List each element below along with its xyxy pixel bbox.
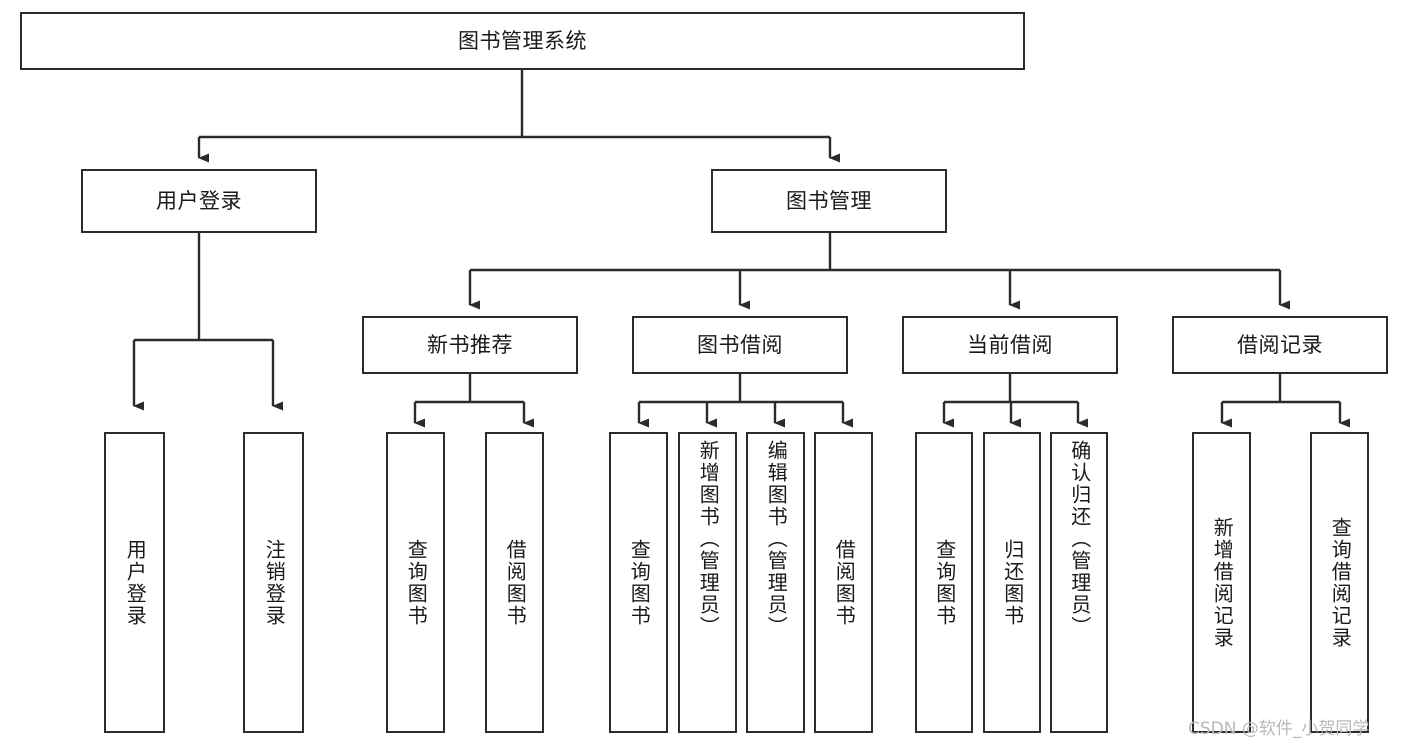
node-label: 借阅记录 bbox=[1237, 332, 1323, 357]
node-current-borrow[interactable]: 当前借阅 bbox=[902, 316, 1118, 374]
leaf-borrow-book-recommend[interactable]: 借阅图书 bbox=[485, 432, 544, 733]
node-new-book-recommend[interactable]: 新书推荐 bbox=[362, 316, 578, 374]
node-label: 新书推荐 bbox=[427, 332, 513, 357]
node-label: 归还图书 bbox=[1000, 538, 1025, 627]
leaf-add-borrow-record[interactable]: 新增借阅记录 bbox=[1192, 432, 1251, 733]
node-label: 用户登录 bbox=[123, 538, 148, 627]
node-label: 图书管理 bbox=[786, 188, 872, 213]
node-label: 借阅图书 bbox=[832, 538, 857, 627]
node-label: 当前借阅 bbox=[967, 332, 1053, 357]
node-root-system[interactable]: 图书管理系统 bbox=[20, 12, 1025, 70]
csdn-watermark: CSDN @软件_小贺同学 bbox=[1188, 719, 1370, 739]
node-book-management[interactable]: 图书管理 bbox=[711, 169, 947, 233]
leaf-user-login[interactable]: 用户登录 bbox=[104, 432, 165, 733]
node-label: 查询图书 bbox=[932, 538, 957, 627]
node-user-login[interactable]: 用户登录 bbox=[81, 169, 317, 233]
leaf-borrow-book-borrow[interactable]: 借阅图书 bbox=[814, 432, 873, 733]
leaf-edit-book[interactable]: 编辑图书（管理员） bbox=[746, 432, 805, 733]
leaf-return-book[interactable]: 归还图书 bbox=[983, 432, 1041, 733]
leaf-query-book-current[interactable]: 查询图书 bbox=[915, 432, 973, 733]
leaf-query-book-recommend[interactable]: 查询图书 bbox=[386, 432, 445, 733]
node-label: 新增借阅记录 bbox=[1210, 516, 1235, 649]
leaf-confirm-return[interactable]: 确认归还（管理员） bbox=[1050, 432, 1108, 733]
node-book-borrow[interactable]: 图书借阅 bbox=[632, 316, 848, 374]
leaf-add-book[interactable]: 新增图书（管理员） bbox=[678, 432, 737, 733]
node-label: 确认归还（管理员） bbox=[1067, 440, 1092, 638]
node-label: 图书借阅 bbox=[697, 332, 783, 357]
node-label: 借阅图书 bbox=[503, 538, 528, 627]
leaf-logout-login[interactable]: 注销登录 bbox=[243, 432, 304, 733]
node-borrow-record[interactable]: 借阅记录 bbox=[1172, 316, 1388, 374]
leaf-query-borrow-record[interactable]: 查询借阅记录 bbox=[1310, 432, 1369, 733]
leaf-query-book-borrow[interactable]: 查询图书 bbox=[609, 432, 668, 733]
node-label: 图书管理系统 bbox=[458, 28, 587, 53]
node-label: 查询图书 bbox=[404, 538, 429, 627]
node-label: 新增图书（管理员） bbox=[696, 440, 721, 638]
node-label: 用户登录 bbox=[156, 188, 242, 213]
node-label: 查询借阅记录 bbox=[1328, 516, 1353, 649]
node-label: 编辑图书（管理员） bbox=[764, 440, 789, 638]
node-label: 注销登录 bbox=[262, 538, 287, 627]
node-label: 查询图书 bbox=[627, 538, 652, 627]
